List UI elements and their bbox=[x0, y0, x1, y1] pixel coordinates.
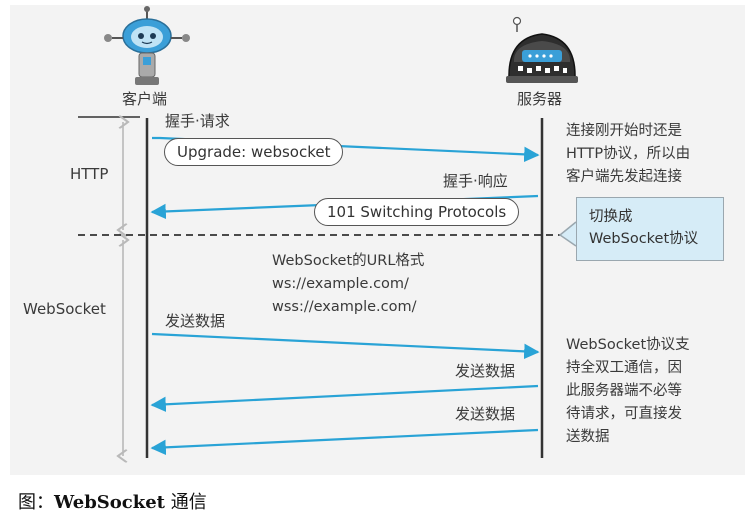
send-data-label-server-2: 发送数据 bbox=[455, 405, 516, 423]
wss-url: wss://example.com/ bbox=[272, 299, 417, 315]
switch-note-line: 切换成 bbox=[589, 209, 633, 225]
server-label: 服务器 bbox=[517, 90, 563, 108]
handshake-note-line: HTTP协议，所以由 bbox=[566, 146, 691, 162]
server-machine-icon bbox=[506, 16, 578, 83]
handshake-response-label: 握手·响应 bbox=[443, 172, 508, 190]
handshake-note-line: 客户端先发起连接 bbox=[566, 169, 682, 185]
http-phase-label: HTTP bbox=[70, 165, 109, 183]
full-duplex-note-line: 待请求，可直接发 bbox=[566, 406, 682, 422]
switch-note-pointer bbox=[558, 221, 577, 247]
url-format-title: WebSocket的URL格式 bbox=[272, 253, 425, 269]
caption-title: WebSocket bbox=[54, 492, 165, 513]
handshake-note: 连接刚开始时还是 HTTP协议，所以由 客户端先发起连接 bbox=[566, 120, 690, 189]
client-label: 客户端 bbox=[122, 90, 168, 108]
websocket-phase-label: WebSocket bbox=[23, 300, 106, 318]
robot-icon bbox=[104, 6, 190, 85]
handshake-request-label: 握手·请求 bbox=[165, 112, 230, 130]
switching-protocols-message: 101 Switching Protocols bbox=[314, 198, 520, 226]
handshake-request-arrow bbox=[152, 136, 540, 163]
full-duplex-note: WebSocket协议支 持全双工通信，因 此服务器端不必等 待请求，可直接发 … bbox=[566, 334, 690, 449]
full-duplex-note-line: 此服务器端不必等 bbox=[566, 383, 682, 399]
caption-suffix: 通信 bbox=[165, 492, 207, 513]
upgrade-message: Upgrade: websocket bbox=[164, 138, 344, 166]
full-duplex-note-line: 送数据 bbox=[566, 429, 610, 445]
full-duplex-note-line: 持全双工通信，因 bbox=[566, 360, 682, 376]
url-format-block: WebSocket的URL格式 ws://example.com/ wss://… bbox=[272, 250, 424, 319]
send-data-label-client: 发送数据 bbox=[165, 312, 226, 330]
full-duplex-note-line: WebSocket协议支 bbox=[566, 337, 690, 353]
ws-url: ws://example.com/ bbox=[272, 276, 409, 292]
handshake-note-line: 连接刚开始时还是 bbox=[566, 123, 682, 139]
data-arrow-client-to-server bbox=[151, 332, 540, 360]
switch-protocol-callout: 切换成 WebSocket协议 bbox=[576, 197, 724, 261]
data-arrow-server-to-client-2 bbox=[150, 428, 539, 456]
send-data-label-server-1: 发送数据 bbox=[455, 362, 516, 380]
caption-prefix: 图： bbox=[18, 492, 54, 513]
figure-caption: 图：WebSocket 通信 bbox=[18, 488, 207, 514]
switch-note-line: WebSocket协议 bbox=[589, 231, 699, 247]
data-arrow-server-to-client-1 bbox=[150, 384, 539, 413]
